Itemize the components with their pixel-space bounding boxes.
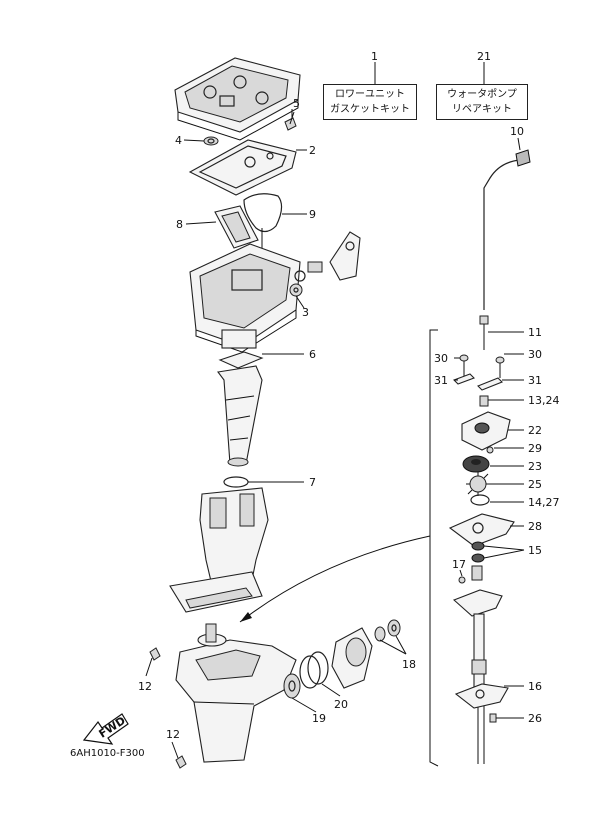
- washer-4: [203, 136, 219, 146]
- callout-3: 3: [302, 306, 309, 319]
- callout-31-right: 31: [528, 374, 542, 387]
- grommet-13-24: [479, 395, 489, 407]
- gasket-6: [218, 351, 264, 369]
- kit-pump-line1: ウォータポンプ: [447, 89, 517, 100]
- kit-box-gasket: ロワーユニット ガスケットキット: [323, 84, 417, 120]
- gasket-2: [188, 139, 297, 196]
- dowel-26: [489, 713, 497, 723]
- pump-bracket-line: [429, 329, 439, 767]
- propeller-shaft-housing: [331, 627, 373, 689]
- drive-shaft-housing: [169, 487, 269, 613]
- callout-16: 16: [528, 680, 542, 693]
- callout-19: 19: [312, 712, 326, 725]
- bolt-11: [479, 315, 489, 350]
- pump-base: [452, 565, 503, 617]
- callout-4: 4: [175, 134, 182, 147]
- callout-21: 21: [477, 50, 491, 63]
- water-tube-10: [483, 149, 531, 310]
- callout-25: 25: [528, 478, 542, 491]
- callout-6: 6: [309, 348, 316, 361]
- callout-11: 11: [528, 326, 542, 339]
- key-29: [486, 446, 494, 454]
- callout-28: 28: [528, 520, 542, 533]
- shift-bracket: [294, 231, 361, 282]
- callout-18: 18: [402, 658, 416, 671]
- callout-12-lower: 12: [166, 728, 180, 741]
- fwd-arrow-icon: FWD: [82, 713, 129, 745]
- callout-17: 17: [452, 558, 466, 571]
- bolts-30: [459, 354, 505, 378]
- lower-unit: [175, 623, 297, 763]
- bearing-19: [283, 673, 301, 699]
- callout-10: 10: [510, 125, 524, 138]
- dowel-17: [458, 576, 466, 584]
- pump-housing-22: [461, 411, 511, 451]
- kit-gasket-line1: ロワーユニット: [335, 89, 405, 100]
- plates-31: [453, 373, 503, 391]
- callout-30-right: 30: [528, 348, 542, 361]
- o-ring-14-27: [470, 494, 490, 506]
- screw-12-upper: [149, 647, 161, 661]
- callout-13-24: 13,24: [528, 394, 560, 407]
- callout-5: 5: [293, 97, 300, 110]
- upper-casing-plate: [174, 57, 301, 141]
- assembly-arrow: [239, 535, 431, 623]
- callout-14-27: 14,27: [528, 496, 560, 509]
- callout-1: 1: [371, 50, 378, 63]
- kit-box-water-pump: ウォータポンプ リペアキット: [436, 84, 528, 120]
- callout-20: 20: [334, 698, 348, 711]
- kit-gasket-line2: ガスケットキット: [330, 104, 410, 115]
- callout-23: 23: [528, 460, 542, 473]
- leader-lines: [145, 62, 525, 759]
- callout-labels: 1 21 2 3 4 5 6 7 8 9 10 11 30 30 31 31 1…: [138, 50, 560, 741]
- upper-casing: [189, 243, 301, 353]
- kit-pump-line2: リペアキット: [452, 104, 512, 115]
- diagram-code: 6AH1010-F300: [70, 748, 145, 759]
- o-ring-20: [299, 651, 329, 689]
- callout-31-left: 31: [434, 374, 448, 387]
- callout-29: 29: [528, 442, 542, 455]
- seal-ring-7: [223, 476, 249, 488]
- gasket-16: [454, 683, 509, 709]
- outer-plate-28: [448, 513, 515, 547]
- callout-8: 8: [176, 218, 183, 231]
- callout-22: 22: [528, 424, 542, 437]
- callout-12-upper: 12: [138, 680, 152, 693]
- screw-12-lower: [175, 755, 187, 769]
- gasket-8: [214, 205, 259, 249]
- callout-15: 15: [528, 544, 542, 557]
- callout-26: 26: [528, 712, 542, 725]
- impeller-25: [466, 472, 490, 496]
- callout-9: 9: [309, 208, 316, 221]
- callout-7: 7: [309, 476, 316, 489]
- insert-cartridge-23: [462, 455, 490, 473]
- callout-2: 2: [309, 144, 316, 157]
- seals-15: [471, 541, 485, 563]
- grommet-3: [289, 283, 303, 297]
- seals-18: [374, 619, 401, 642]
- callout-30-left: 30: [434, 352, 448, 365]
- exhaust-guide: [217, 365, 263, 467]
- fwd-label: FWD: [97, 714, 128, 741]
